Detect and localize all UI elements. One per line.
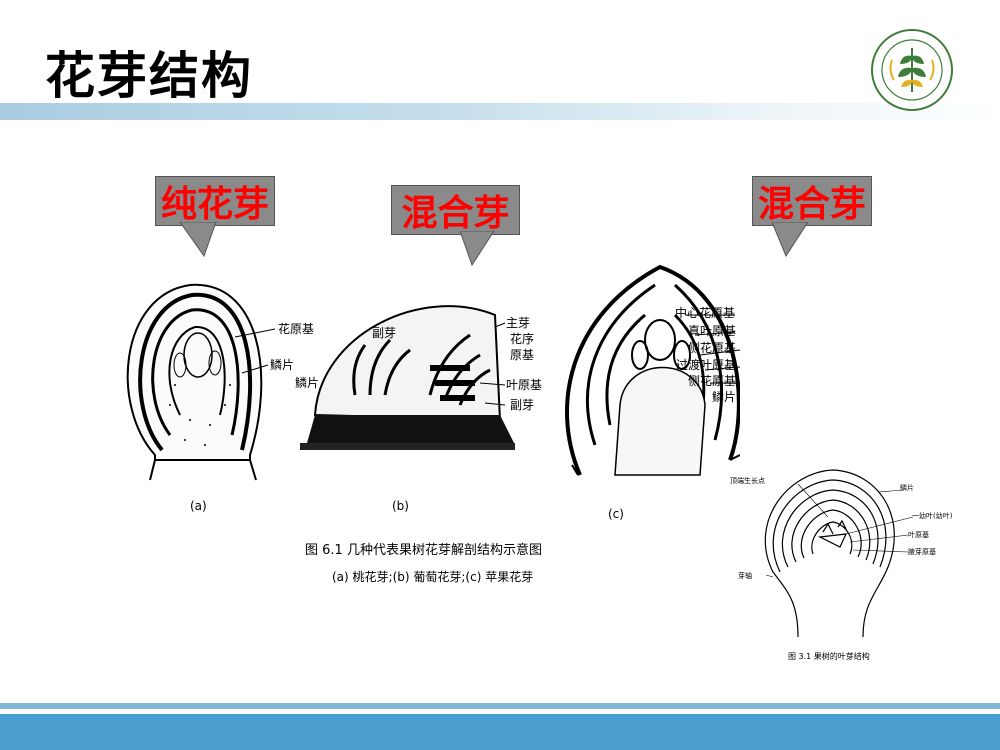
- footer-bar: [0, 714, 1000, 750]
- label-a: 鳞片: [270, 358, 294, 372]
- callout-pure-flower-bud: 纯花芽: [155, 176, 275, 226]
- label-b: 原基: [510, 348, 534, 362]
- callout-label: 混合芽: [757, 184, 866, 225]
- label-b: 主芽: [506, 316, 530, 330]
- figure-subcaption: (a) 桃花芽;(b) 葡萄花芽;(c) 苹果花芽: [332, 569, 533, 584]
- title-divider-bar: [0, 103, 1000, 120]
- small-fig-caption: 图 3.1 果树的叶芽结构: [788, 651, 870, 661]
- leaf-bud-figure: 顶端生长点 鳞片 一幼叶(幼叶) 叶原基 腋芽原基 芽轴 图 3.1 果树的叶芽…: [730, 469, 953, 661]
- footer-bar-thin: [0, 703, 1000, 709]
- small-fig-label: 顶端生长点: [730, 476, 765, 485]
- panel-tag: (a): [190, 499, 207, 513]
- callout-label: 混合芽: [401, 193, 510, 234]
- label-a: 花原基: [278, 321, 314, 336]
- label-c: 过渡叶原基: [676, 357, 736, 372]
- callout-pointer: [180, 222, 217, 258]
- slide-title: 花芽结构: [45, 47, 253, 105]
- panel-tag: (b): [392, 499, 409, 513]
- panel-tag: (c): [608, 507, 624, 521]
- label-c: 侧花原基: [688, 373, 736, 388]
- small-fig-label: 鳞片: [900, 483, 914, 492]
- small-fig-label: 芽轴: [738, 571, 752, 580]
- figure-caption: 图 6.1 几种代表果树花芽解剖结构示意图: [305, 542, 542, 558]
- panel-b-drawing: [300, 305, 515, 450]
- label-b: 副芽: [510, 398, 534, 412]
- panel-a-drawing: [126, 283, 276, 481]
- bud-anatomy-figure: 花原基 鳞片 副芽 鳞片 主芽 花序 原基 叶原基 副芽: [126, 264, 740, 584]
- university-logo: [871, 29, 953, 111]
- panel-c-drawing: [565, 264, 740, 476]
- callout-pointer: [772, 222, 809, 258]
- label-b: 副芽: [372, 326, 396, 340]
- label-c: 真叶原基: [688, 324, 736, 338]
- small-fig-label: 叶原基: [908, 530, 929, 539]
- leaf-bud-drawing: [764, 469, 895, 638]
- small-fig-label: 一幼叶(幼叶): [912, 511, 953, 520]
- label-b: 叶原基: [506, 378, 542, 392]
- label-b: 花序: [510, 331, 534, 346]
- label-c: 中心花原基: [675, 305, 735, 320]
- small-fig-label: 腋芽原基: [908, 547, 936, 556]
- callout-mixed-bud-1: 混合芽: [391, 185, 520, 235]
- callout-mixed-bud-2: 混合芽: [752, 176, 872, 226]
- callout-label: 纯花芽: [160, 184, 269, 225]
- label-c: 侧花原基: [688, 340, 736, 355]
- label-c: 鳞片: [712, 390, 736, 404]
- callout-pointer: [460, 231, 495, 267]
- label-b: 鳞片: [295, 376, 319, 390]
